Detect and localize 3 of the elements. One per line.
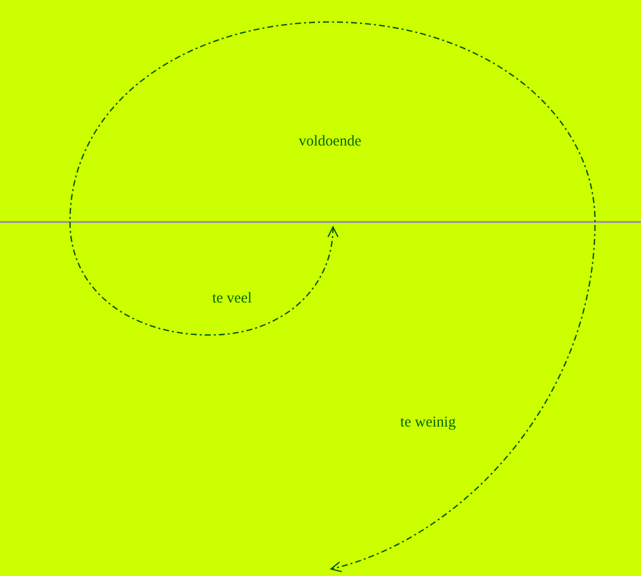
spiral-label: voldoende — [298, 134, 362, 150]
spiral-label: te veel — [212, 290, 252, 308]
spiral-label: te weinig — [400, 414, 456, 432]
